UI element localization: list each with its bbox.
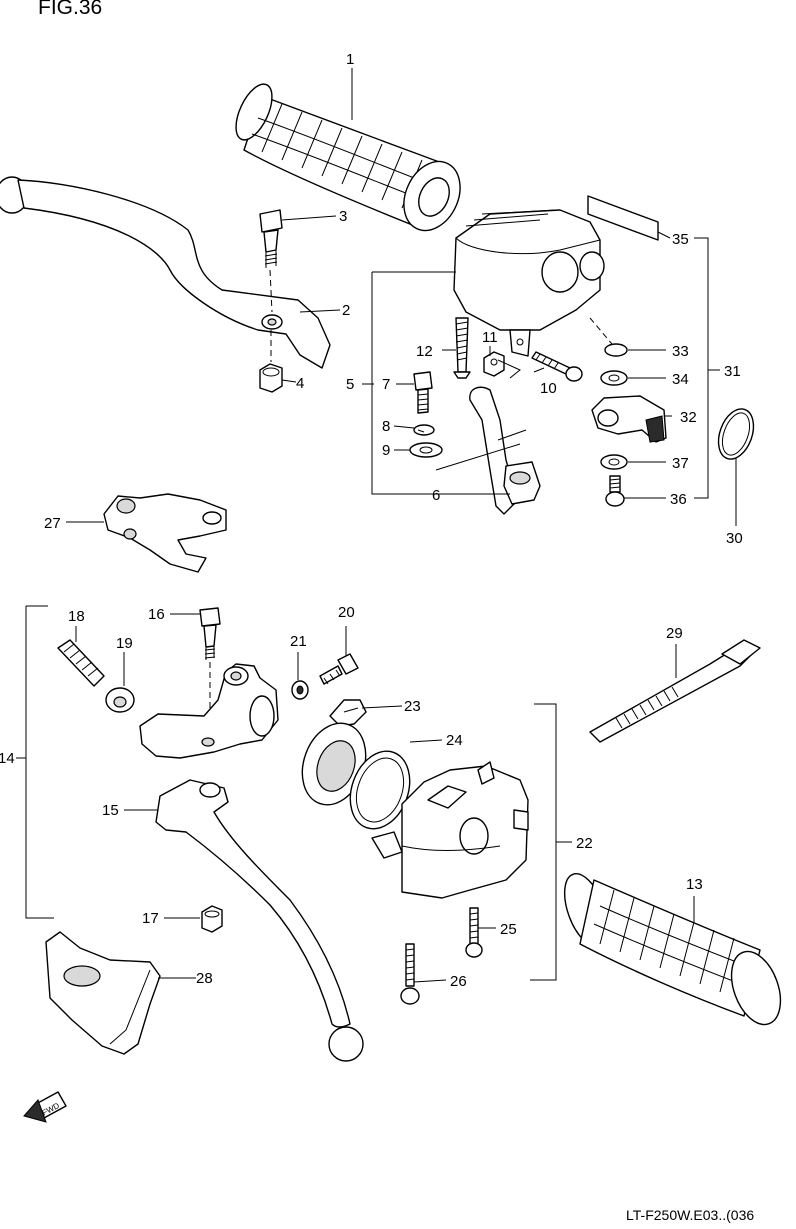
part-27-guard-plate: [103, 493, 227, 573]
part-4-nut: [259, 330, 283, 393]
part-24-seal: [301, 722, 411, 830]
callout-14: 14: [0, 750, 15, 767]
callout-19: 19: [116, 635, 133, 652]
callout-21: 21: [290, 633, 307, 650]
fwd-direction-arrow: FWD: [23, 1091, 67, 1123]
part-16-pivot-bolt: [199, 607, 221, 716]
part-9-washer: [409, 442, 443, 458]
callout-11: 11: [482, 329, 498, 346]
callout-20: 20: [338, 604, 355, 621]
callout-36: 36: [670, 491, 687, 508]
callout-23: 23: [404, 698, 421, 715]
callout-1: 1: [346, 51, 354, 68]
callout-22: 22: [576, 835, 593, 852]
callout-3: 3: [339, 208, 347, 225]
part-26-screw: [400, 943, 420, 1005]
callout-30: 30: [726, 530, 743, 547]
part-20-screw: [319, 653, 359, 685]
callout-8: 8: [382, 418, 390, 435]
part-3-pivot-bolt: [259, 209, 283, 313]
callout-17: 17: [142, 910, 159, 927]
callout-4: 4: [296, 375, 304, 392]
part-35-label: [587, 195, 659, 241]
part-7-bolt: [413, 371, 433, 414]
callout-32: 32: [680, 409, 697, 426]
leader-lines: [16, 68, 737, 983]
part-32-adjuster: [591, 395, 667, 443]
callout-28: 28: [196, 970, 213, 987]
callout-34: 34: [672, 371, 689, 388]
callout-29: 29: [666, 625, 683, 642]
part-10-screw: [531, 351, 583, 382]
figure-footer: LT-F250W.E03..(036: [626, 1207, 755, 1223]
part-28-lever-cover: [45, 931, 161, 1055]
part-22-switch-housing: [371, 761, 529, 899]
part-17-nut: [201, 905, 223, 933]
part-6-throttle-lever: [435, 386, 541, 515]
callout-24: 24: [446, 732, 463, 749]
callout-37: 37: [672, 455, 689, 472]
callout-labels: 1 2 3 4 5 6 7 8 9 10 11 12 13 14 15 16 1…: [0, 51, 743, 990]
part-2-brake-lever: [0, 176, 331, 369]
part-37-washer: [600, 454, 628, 470]
callout-6: 6: [432, 487, 440, 504]
callout-5: 5: [346, 376, 354, 393]
part-14-lever-bracket: [139, 663, 279, 759]
callout-9: 9: [382, 442, 390, 459]
part-36-screw: [605, 475, 625, 507]
callout-26: 26: [450, 973, 467, 990]
callout-2: 2: [342, 302, 350, 319]
part-33-snap-ring: [589, 317, 628, 357]
part-18-adjuster-bolt: [57, 639, 105, 687]
part-13-grip: [563, 873, 782, 1026]
callout-7: 7: [382, 376, 390, 393]
part-8-snap-ring: [413, 424, 435, 436]
callout-25: 25: [500, 921, 517, 938]
callout-31: 31: [724, 363, 741, 380]
part-29-cable-tie: [589, 639, 761, 743]
part-21-washer: [291, 680, 309, 700]
part-34-washer: [600, 370, 628, 386]
callout-13: 13: [686, 876, 703, 893]
callout-10: 10: [540, 380, 557, 397]
part-31-throttle-case: [453, 209, 605, 357]
part-15-clutch-lever: [155, 779, 364, 1062]
callout-16: 16: [148, 606, 165, 623]
part-1-grip: [235, 83, 461, 232]
part-19-lock-nut: [105, 687, 135, 713]
callout-35: 35: [672, 231, 689, 248]
callout-12: 12: [416, 343, 433, 360]
callout-18: 18: [68, 608, 85, 625]
part-12-screw: [453, 317, 471, 379]
part-11-nut: [483, 351, 505, 377]
part-25-screw: [465, 907, 483, 958]
callout-33: 33: [672, 343, 689, 360]
part-30-o-ring: [717, 408, 755, 460]
callout-27: 27: [44, 515, 61, 532]
callout-15: 15: [102, 802, 119, 819]
figure-title: FIG.36: [38, 0, 103, 19]
part-23-clamp: [329, 699, 367, 727]
